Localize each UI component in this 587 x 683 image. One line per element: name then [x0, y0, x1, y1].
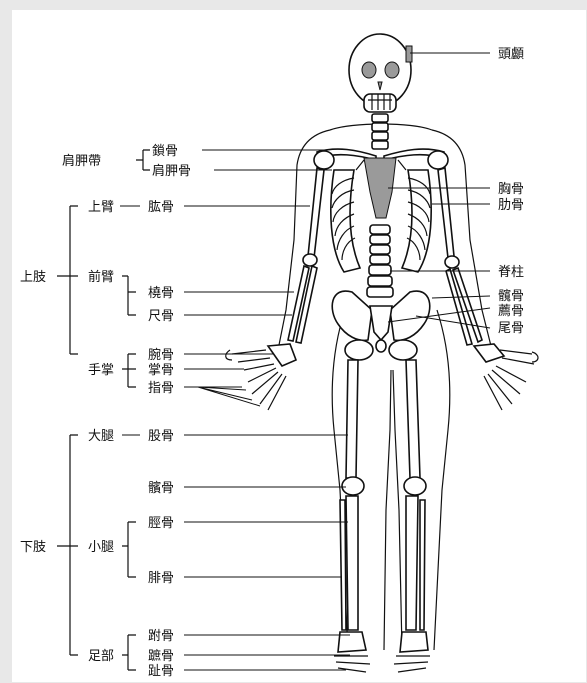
label-clavicle: 鎖骨 [152, 143, 178, 159]
label-radius: 橈骨 [148, 286, 174, 301]
leg-left-icon [334, 360, 370, 672]
label-tibia: 脛骨 [148, 516, 174, 531]
brackets [57, 150, 150, 670]
hand-right-icon [474, 344, 538, 410]
label-foot: 足部 [88, 649, 114, 664]
label-phalanges: 指骨 [148, 381, 174, 396]
label-metatarsals: 蹠骨 [148, 649, 174, 664]
label-ulna: 尺骨 [148, 309, 174, 324]
label-spine: 脊柱 [498, 265, 524, 280]
leader-lines [184, 53, 490, 670]
label-ribs: 肋骨 [498, 198, 524, 213]
label-thigh: 大腿 [88, 429, 114, 444]
label-lower-limb: 下肢 [20, 539, 46, 555]
label-metacarpals: 掌骨 [148, 363, 174, 378]
pelvis-icon [332, 291, 430, 360]
label-upper-arm: 上臂 [88, 200, 114, 215]
shoulder-right [428, 151, 448, 169]
label-humerus: 肱骨 [148, 200, 174, 215]
label-upper-limb: 上肢 [20, 269, 46, 285]
shoulder-left [314, 151, 334, 169]
label-patella: 髕骨 [148, 480, 174, 496]
label-coccyx: 尾骨 [498, 321, 524, 336]
label-forearm: 前臂 [88, 269, 114, 285]
label-hand: 手掌 [88, 363, 114, 378]
arm-right-icon [438, 168, 482, 345]
skeleton-svg: 頭顱 肩胛帶 鎖骨 肩胛骨 胸骨 肋骨 上臂 肱骨 脊柱 上肢 前臂 橈骨 髖骨… [12, 10, 586, 682]
label-femur: 股骨 [148, 429, 174, 444]
label-toe-bones: 趾骨 [148, 664, 174, 679]
label-hip-bone: 髖骨 [498, 289, 524, 304]
label-scapula: 肩胛骨 [152, 163, 191, 179]
label-lower-leg: 小腿 [88, 540, 114, 555]
label-skull: 頭顱 [498, 47, 524, 62]
arm-left-icon [288, 168, 324, 343]
label-tarsals: 跗骨 [148, 629, 174, 644]
label-shoulder-girdle: 肩胛帶 [62, 153, 101, 169]
label-carpals: 腕骨 [148, 347, 174, 363]
skull-icon [349, 34, 412, 112]
skeleton-diagram: 頭顱 肩胛帶 鎖骨 肩胛骨 胸骨 肋骨 上臂 肱骨 脊柱 上肢 前臂 橈骨 髖骨… [12, 10, 586, 682]
label-sacrum: 薦骨 [498, 304, 524, 319]
label-sternum: 胸骨 [498, 182, 524, 197]
label-fibula: 腓骨 [148, 570, 174, 586]
